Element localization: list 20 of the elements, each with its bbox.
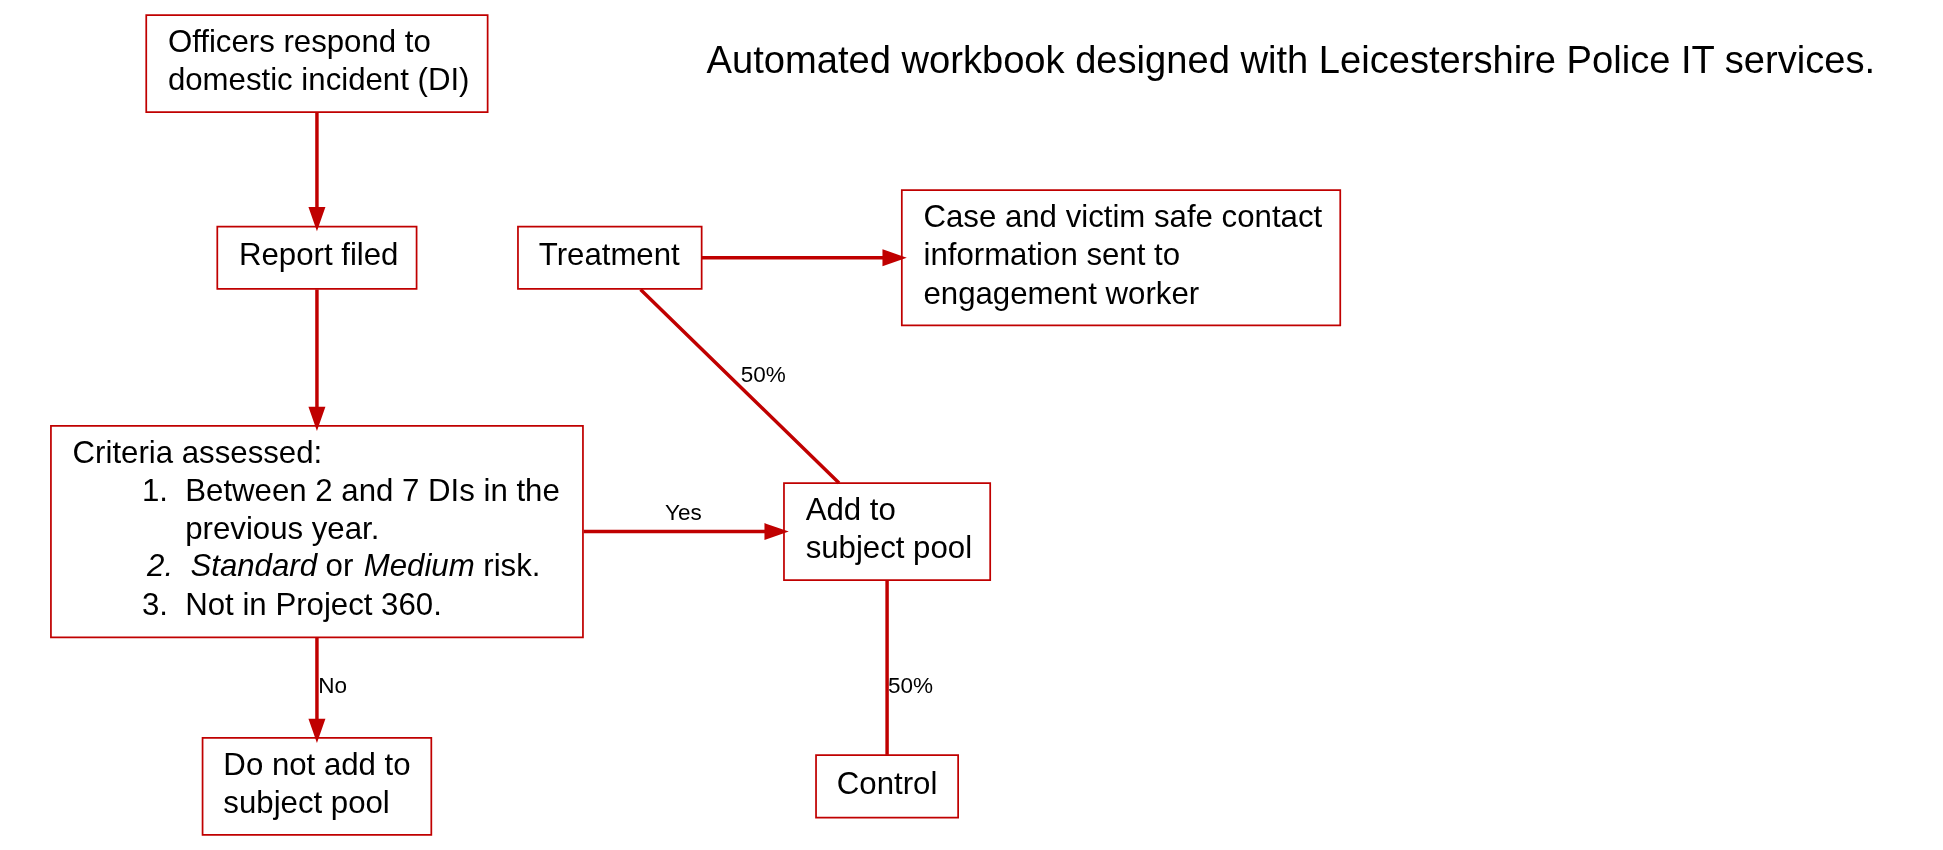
arrow	[307, 112, 325, 232]
edge-label: No	[317, 673, 347, 699]
arrow	[307, 637, 325, 743]
node-box: Report filed	[215, 225, 417, 290]
arrow	[701, 249, 907, 267]
arrow	[583, 523, 789, 541]
edge-label: Yes	[664, 500, 702, 526]
edge-label: 50%	[740, 361, 786, 387]
node-box: Officers respond to domestic incident (DI)	[144, 14, 488, 114]
connector	[638, 288, 840, 485]
edge-label: 50%	[887, 673, 933, 699]
node-box: Case and victim safe contact information sent to engagement worker	[900, 189, 1341, 327]
node-box: Treatment	[516, 225, 703, 290]
node-box: Criteria assessed: 1. Between 2 and 7 DIs in the previous year. 2. Standard or Medium risk. 3. Not in Project 360.	[49, 425, 584, 639]
node-box: Control	[814, 754, 959, 819]
arrow	[307, 289, 325, 431]
label: Automated workbook designed with Leicestershire Police IT services.	[706, 38, 1875, 82]
node-box: Do not add to subject pool	[201, 736, 432, 836]
connector	[884, 580, 889, 755]
node-box: Add to subject pool	[782, 482, 991, 581]
